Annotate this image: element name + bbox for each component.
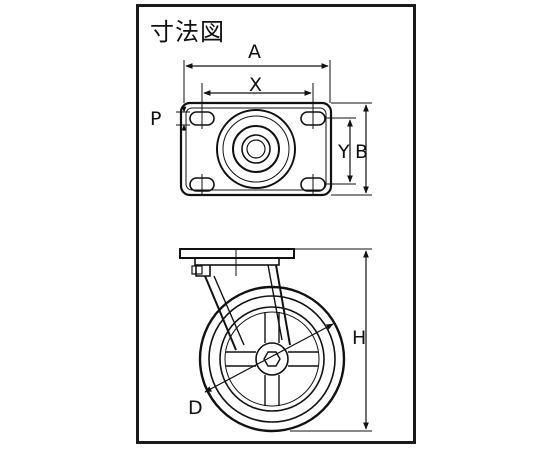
- diagram-title: 寸法図: [150, 18, 225, 46]
- label-p: P: [150, 108, 161, 130]
- label-d: D: [188, 397, 203, 419]
- side-plate: [179, 248, 295, 259]
- bolt-hole-bottom-left: [189, 174, 215, 195]
- label-h: H: [352, 327, 366, 349]
- side-wheel-view: [179, 248, 372, 433]
- top-plate-view: [176, 60, 372, 197]
- bolt-hole-top-left: [189, 108, 215, 129]
- label-y: Y: [337, 141, 350, 163]
- dimension-d-line: [204, 323, 334, 393]
- mounting-plate: [179, 101, 333, 197]
- wheel-hub: [255, 342, 289, 376]
- label-x: X: [249, 74, 262, 96]
- bolt-hole-top-right: [300, 108, 326, 129]
- bolt-hole-bottom-right: [300, 174, 326, 195]
- wheel-outer: [198, 285, 346, 433]
- label-b: B: [355, 141, 368, 163]
- plate-boss: [216, 109, 296, 189]
- label-a: A: [248, 41, 261, 63]
- diagram-frame: [136, 4, 416, 444]
